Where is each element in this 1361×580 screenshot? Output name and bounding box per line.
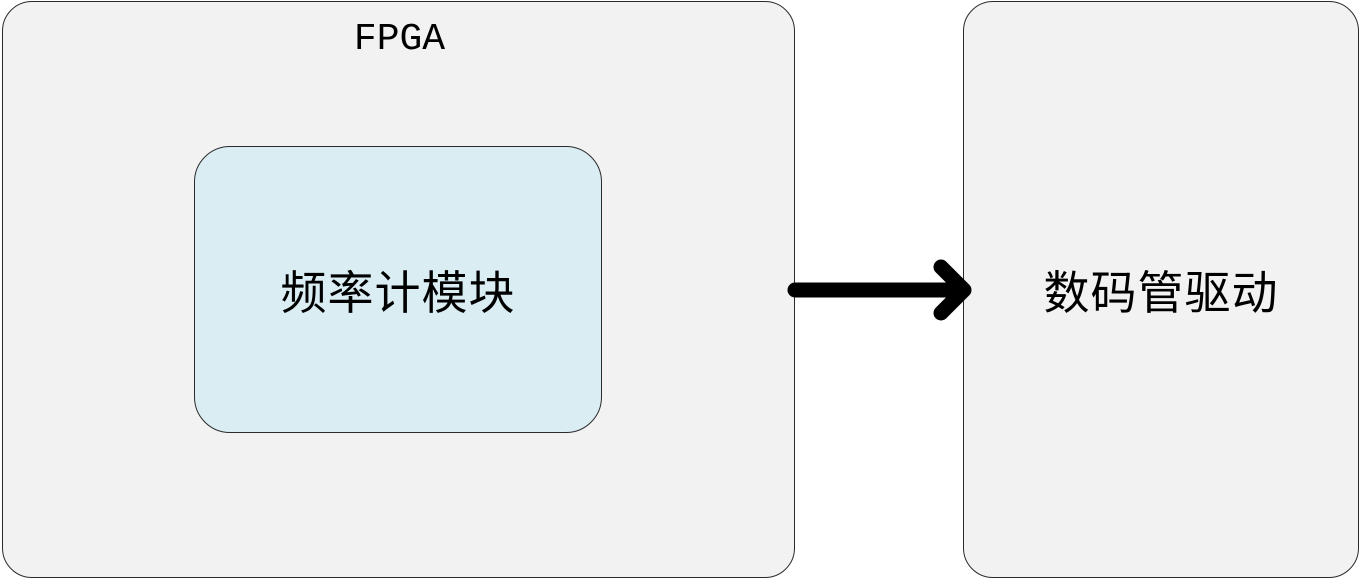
frequency-counter-label: 频率计模块: [280, 265, 516, 320]
arrow-head: [933, 259, 972, 321]
frequency-counter-block: 频率计模块: [194, 146, 602, 433]
arrow-shape: [787, 259, 972, 321]
display-driver-block: 数码管驱动: [963, 1, 1359, 578]
display-driver-label: 数码管驱动: [1043, 265, 1279, 320]
fpga-block-label: FPGA: [353, 18, 446, 61]
